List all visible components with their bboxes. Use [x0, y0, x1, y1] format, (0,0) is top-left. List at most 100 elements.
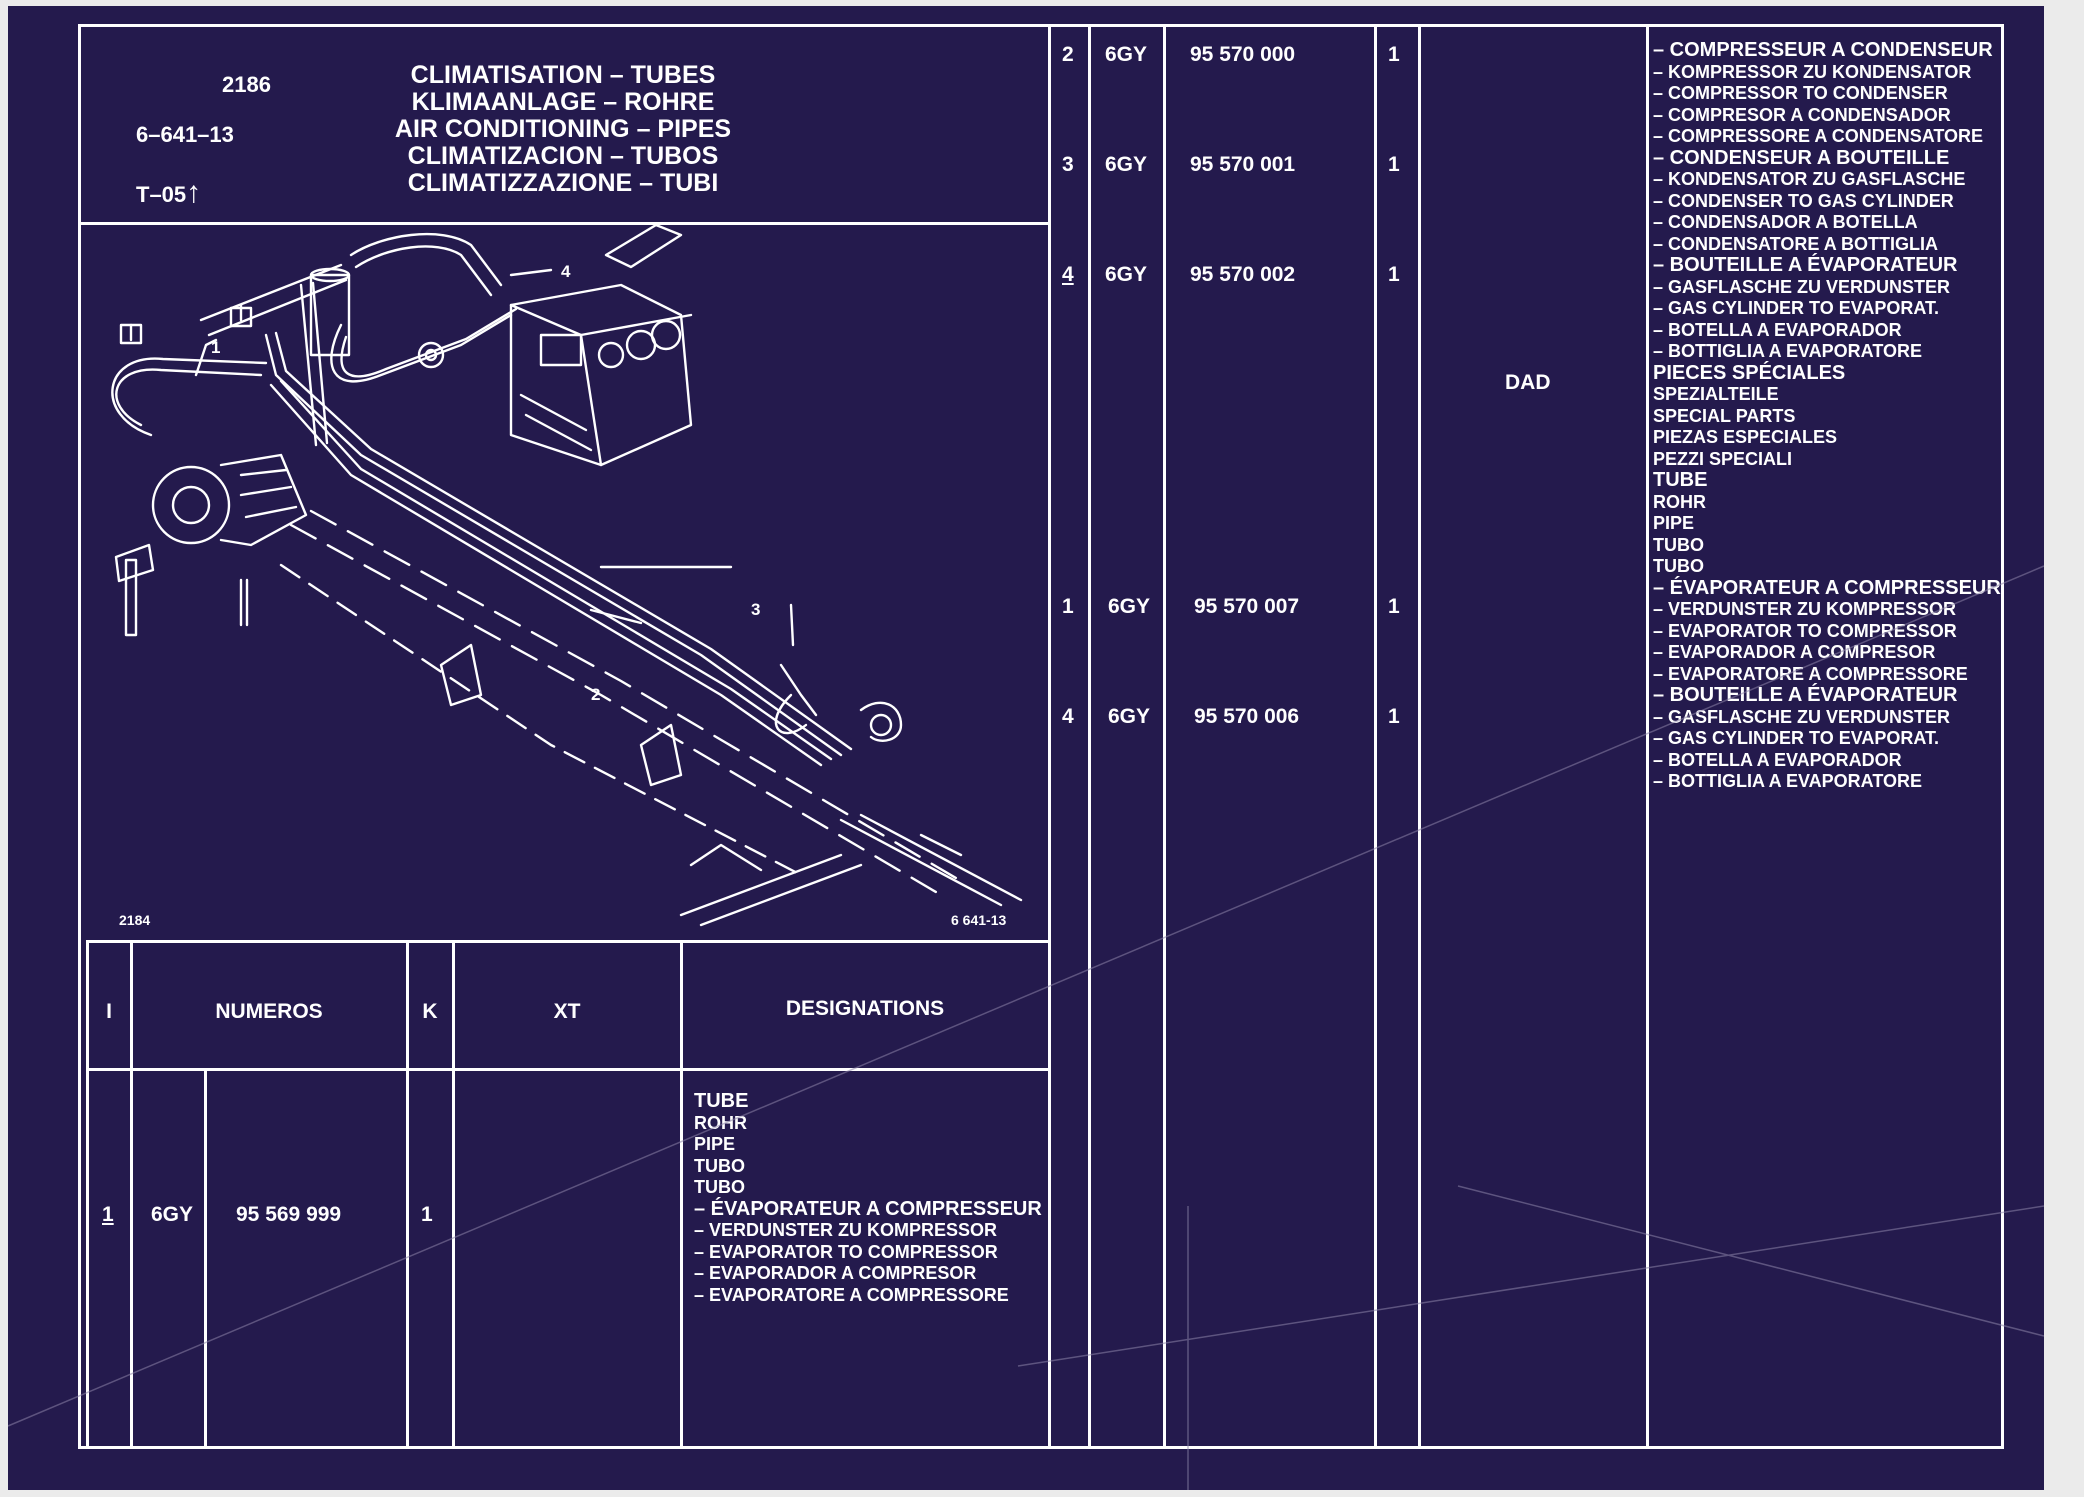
col-header-k: K: [422, 1000, 438, 1023]
designation-line: – ÉVAPORATEUR A COMPRESSEUR: [1653, 576, 2001, 599]
designation-line: – KONDENSATOR ZU GASFLASCHE: [1653, 169, 1966, 189]
tag-code: T–05: [136, 182, 187, 207]
col-k-divider: [452, 940, 455, 1449]
r-row-qty: 1: [1388, 263, 1400, 286]
r-row-number: 95 570 007: [1194, 595, 1300, 618]
title-block: CLIMATISATION – TUBES KLIMAANLAGE – ROHR…: [383, 62, 743, 197]
designation-line: – EVAPORADOR A COMPRESOR: [694, 1263, 977, 1283]
designation-line: – GASFLASCHE ZU VERDUNSTER: [1653, 706, 1951, 727]
row-index: 1: [102, 1203, 114, 1226]
designation-line: – BOUTEILLE A ÉVAPORATEUR: [1653, 684, 1958, 706]
designation-line: – EVAPORATOR TO COMPRESSOR: [694, 1241, 998, 1262]
col-numeros-divider: [406, 940, 409, 1449]
table-header-divider: [86, 1068, 1050, 1071]
exploded-diagram: 1 4 3 2 2184 6 641-13: [111, 225, 1023, 928]
designation-line: – EVAPORATORE A COMPRESSORE: [694, 1284, 1009, 1305]
designation-line: – BOTELLA A EVAPORADOR: [1653, 319, 1902, 340]
r-col-k-divider: [1418, 24, 1421, 1449]
row-prefix: 6GY: [151, 1203, 194, 1226]
frame-top: [78, 24, 2004, 27]
r-row-qty: 1: [1388, 595, 1400, 618]
designation-line: – EVAPORADOR A COMPRESOR: [1653, 642, 1936, 662]
designation-line: – CONDENSADOR A BOTELLA: [1653, 212, 1918, 232]
designation-line: – COMPRESSOR TO CONDENSER: [1653, 83, 1948, 103]
r-row-prefix: 6GY: [1105, 153, 1148, 176]
row-designation: TUBE ROHR PIPE TUBO TUBO – ÉVAPORATEUR A…: [694, 1090, 1042, 1306]
designation-line: TUBE: [1653, 469, 1708, 491]
col-index-divider: [130, 940, 133, 1449]
r-col-index-divider: [1088, 24, 1091, 1449]
row-number: 95 569 999: [236, 1203, 342, 1226]
r-col-xt-divider: [1646, 24, 1649, 1449]
reference-number: 6–641–13: [136, 122, 234, 147]
callout-3: 3: [751, 600, 760, 619]
designation-line: ROHR: [694, 1112, 747, 1133]
pipe-2: [269, 383, 823, 767]
callout-1: 1: [211, 338, 220, 357]
designation-line: ROHR: [1653, 491, 1706, 512]
diagram-divider: [86, 940, 1050, 943]
frame-left: [78, 24, 81, 1449]
title-fr: CLIMATISATION – TUBES: [410, 61, 716, 89]
r-row-qty: 1: [1388, 153, 1400, 176]
designation-line: – CONDENSATORE A BOTTIGLIA: [1653, 233, 1939, 254]
designation-line: TUBO: [694, 1155, 745, 1176]
diagram-plate-number: 2184: [119, 912, 150, 928]
r-row-number: 95 570 000: [1190, 43, 1296, 66]
r-row-number: 95 570 006: [1194, 705, 1300, 728]
designation-line: PIECES SPÉCIALES: [1653, 361, 1846, 384]
designation-line: – CONDENSEUR A BOUTEILLE: [1653, 146, 1950, 169]
callout-4: 4: [561, 262, 571, 281]
r-col-prefix-divider: [1163, 24, 1166, 1449]
film-scratches: [8, 565, 2044, 1490]
designation-line: TUBO: [694, 1177, 745, 1197]
row-qty: 1: [421, 1203, 433, 1226]
title-it: CLIMATIZZAZIONE – TUBI: [407, 169, 719, 197]
r-row-index: 2: [1062, 43, 1074, 66]
designation-line: – BOTTIGLIA A EVAPORATORE: [1653, 771, 1923, 791]
r-row-prefix: 6GY: [1105, 43, 1148, 66]
designation-line: – COMPRESSEUR A CONDENSEUR: [1653, 39, 1993, 61]
diagram-reference: 6 641-13: [951, 912, 1006, 928]
designation-line: PIPE: [1653, 513, 1695, 533]
col-prefix-divider: [204, 1068, 207, 1449]
designation-line: – EVAPORATORE A COMPRESSORE: [1653, 663, 1968, 684]
r-row-prefix: 6GY: [1108, 705, 1151, 728]
r-row-number: 95 570 002: [1190, 263, 1296, 286]
designation-line: SPEZIALTEILE: [1653, 384, 1779, 404]
designation-line: – BOTTIGLIA A EVAPORATORE: [1653, 341, 1923, 361]
xt-note: DAD: [1505, 371, 1551, 394]
col-xt-divider: [680, 940, 683, 1449]
r-row-qty: 1: [1388, 43, 1400, 66]
right-designations: – COMPRESSEUR A CONDENSEUR – KOMPRESSOR …: [1653, 39, 2001, 793]
designation-line: – GAS CYLINDER TO EVAPORAT.: [1653, 728, 1940, 748]
designation-line: TUBE: [694, 1090, 749, 1112]
title-de: KLIMAANLAGE – ROHRE: [411, 88, 715, 116]
title-en: AIR CONDITIONING – PIPES: [394, 115, 732, 143]
tag-label: T–05↑: [136, 178, 201, 208]
r-row-number: 95 570 001: [1190, 153, 1296, 176]
pipe-3: [264, 333, 843, 757]
designation-line: – CONDENSER TO GAS CYLINDER: [1653, 190, 1954, 211]
r-row-qty: 1: [1388, 705, 1400, 728]
designation-line: SPECIAL PARTS: [1653, 405, 1796, 426]
designation-line: – GAS CYLINDER TO EVAPORAT.: [1653, 298, 1940, 318]
frame-right: [2001, 24, 2004, 1449]
designation-line: – VERDUNSTER ZU KOMPRESSOR: [1653, 599, 1957, 619]
designation-line: – ÉVAPORATEUR A COMPRESSEUR: [694, 1197, 1042, 1220]
r-row-index: 4: [1062, 705, 1074, 728]
plate-number: 2186: [222, 72, 271, 97]
title-es: CLIMATIZACION – TUBOS: [407, 142, 719, 170]
parts-catalog-sheet: 2186 6–641–13 T–05↑ CLIMATISATION – TUBE…: [8, 6, 2044, 1490]
arrow-up-icon: ↑: [186, 176, 202, 209]
designation-line: – COMPRESSORE A CONDENSATORE: [1653, 126, 1984, 146]
r-row-index: 4: [1062, 263, 1074, 286]
designation-line: – KOMPRESSOR ZU KONDENSATOR: [1653, 61, 1972, 82]
designation-line: PIEZAS ESPECIALES: [1653, 427, 1838, 447]
r-col-numeros-divider: [1374, 24, 1377, 1449]
designation-line: – BOUTEILLE A ÉVAPORATEUR: [1653, 254, 1958, 276]
col-left-edge: [86, 940, 89, 1449]
frame-bottom: [78, 1446, 2004, 1449]
header-divider: [78, 222, 1050, 225]
designation-line: TUBO: [1653, 534, 1704, 555]
